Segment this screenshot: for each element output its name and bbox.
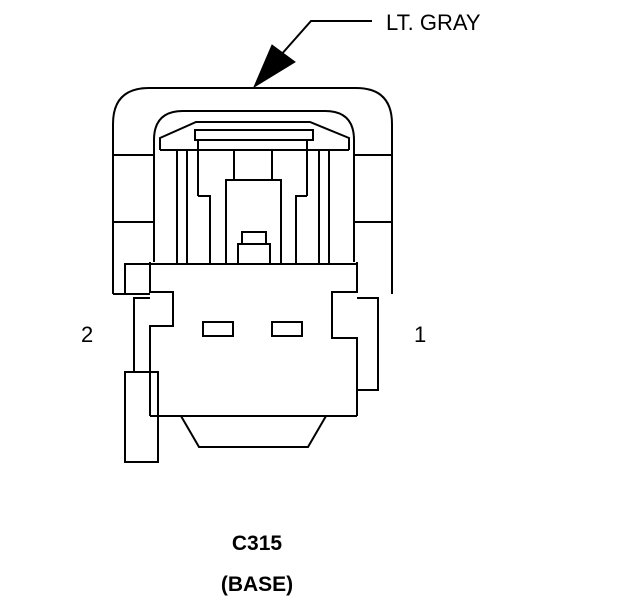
- latch-assembly: [159, 121, 350, 265]
- pin-window-1: [271, 321, 303, 337]
- pin-window-2: [202, 321, 234, 337]
- pin-label-1: 1: [414, 322, 426, 347]
- wire-color-label: LT. GRAY: [386, 10, 481, 35]
- pin-label-2: 2: [81, 322, 93, 347]
- callout-pointer: [252, 20, 372, 89]
- outer-housing: [112, 87, 393, 295]
- connector-id: C315: [232, 532, 283, 555]
- connector-variant: (BASE): [221, 573, 293, 596]
- connector-body: [124, 262, 379, 463]
